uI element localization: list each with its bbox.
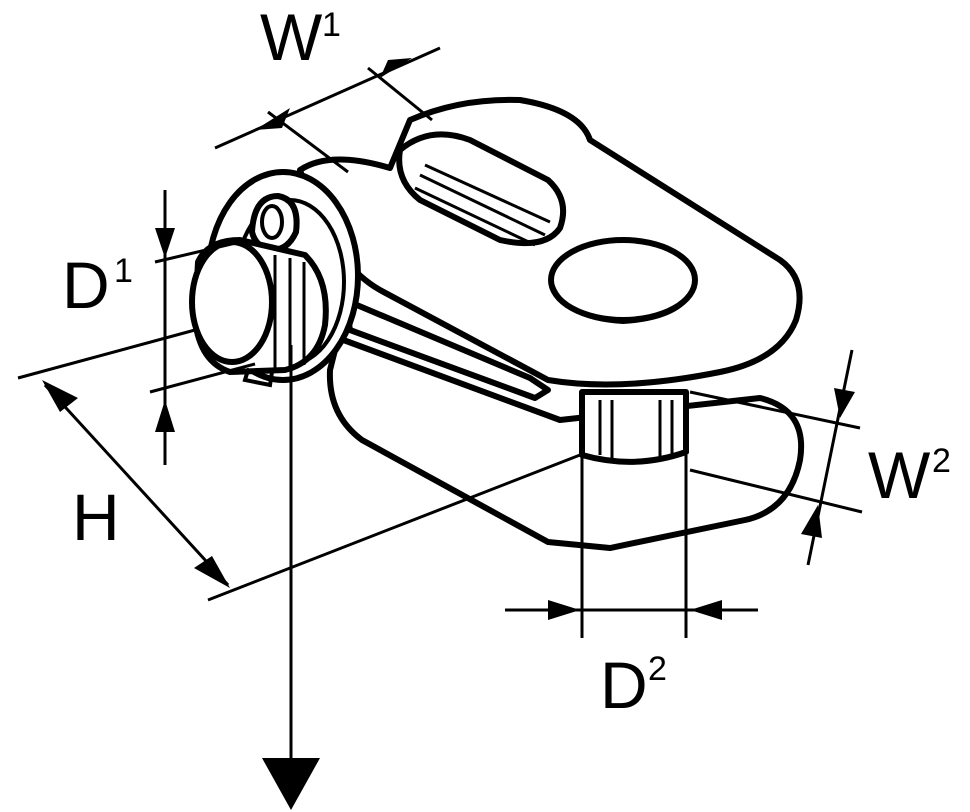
upper-pin-head-edge bbox=[549, 278, 697, 325]
split-pin-hole bbox=[260, 204, 284, 240]
label-h-main: H bbox=[72, 480, 120, 554]
label-d1: D bbox=[62, 248, 110, 322]
label-d1-main: D bbox=[62, 248, 110, 322]
label-d1-sup: 1 bbox=[114, 252, 133, 290]
label-w1-main: W bbox=[260, 0, 323, 74]
dimension-d1 bbox=[149, 190, 256, 465]
label-w1: W bbox=[260, 0, 323, 74]
label-w2-main: W bbox=[868, 438, 931, 512]
label-w1-sup: 1 bbox=[322, 6, 341, 44]
jaw-slot bbox=[396, 131, 566, 247]
label-d2: D bbox=[600, 648, 648, 722]
jaw-slot-hatching bbox=[414, 163, 551, 247]
swivel-barrel-end bbox=[189, 239, 275, 365]
dimension-w2 bbox=[689, 349, 863, 566]
lower-jaw-plate-thickness bbox=[360, 438, 747, 551]
label-w2: W bbox=[868, 438, 931, 512]
lower-pin-hatching bbox=[598, 400, 674, 458]
dimension-d2 bbox=[505, 455, 758, 638]
label-d2-sup: 2 bbox=[648, 650, 667, 688]
dimension-w1 bbox=[214, 46, 441, 174]
dimension-h bbox=[17, 328, 581, 602]
label-d2-main: D bbox=[600, 648, 648, 722]
barrel-clip bbox=[242, 368, 274, 388]
lower-pin bbox=[579, 389, 689, 465]
load-arrow-icon bbox=[262, 758, 320, 810]
label-w2-sup: 2 bbox=[932, 442, 951, 480]
label-h: H bbox=[72, 480, 120, 554]
